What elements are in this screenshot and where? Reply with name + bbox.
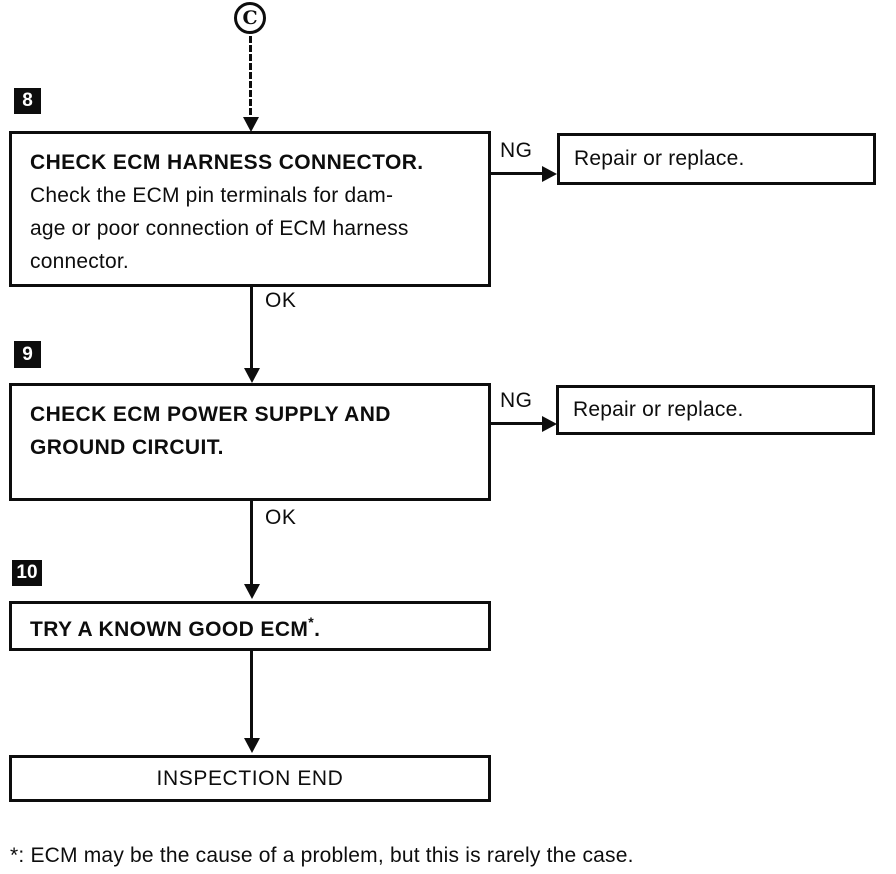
step10-title: TRY A KNOWN GOOD ECM*.: [30, 606, 320, 646]
arrow-down-into-end: [244, 738, 260, 753]
step8-body-line2: age or poor connection of ECM harness: [30, 217, 409, 240]
arrow-right-step9: [542, 416, 557, 432]
step8-body-line1: Check the ECM pin terminals for dam-: [30, 184, 394, 207]
decision-box-step9: CHECK ECM POWER SUPPLY AND GROUND CIRCUI…: [9, 383, 491, 501]
step10-title-text: TRY A KNOWN GOOD ECM: [30, 618, 309, 641]
step9-title-line1: CHECK ECM POWER SUPPLY AND: [30, 403, 391, 426]
step-badge-9: 9: [14, 341, 41, 368]
step-badge-10: 10: [12, 560, 42, 586]
ok-line-step8: [250, 287, 253, 371]
ng-line-step8: [491, 172, 545, 175]
ng-line-step9: [491, 422, 545, 425]
step10-asterisk: *: [308, 614, 315, 630]
connector-c-label: C: [242, 7, 258, 29]
ng-label-step9: NG: [500, 389, 533, 412]
step9-title-line2: GROUND CIRCUIT.: [30, 436, 224, 459]
step-number-9: 9: [22, 343, 33, 365]
arrow-down-into-step8: [243, 117, 259, 132]
arrow-down-into-step10: [244, 584, 260, 599]
action-box-step10: TRY A KNOWN GOOD ECM*.: [9, 601, 491, 651]
flow-line-to-end: [250, 651, 253, 741]
connector-c-marker: C: [234, 2, 266, 34]
flow-line-top: [249, 36, 252, 122]
step-badge-8: 8: [14, 88, 41, 114]
inspection-end-box: INSPECTION END: [9, 755, 491, 802]
result-box-step9: Repair or replace.: [556, 385, 875, 435]
ok-line-step9: [250, 501, 253, 587]
ok-label-step8: OK: [265, 289, 297, 312]
result-text-step8: Repair or replace.: [574, 147, 745, 170]
step8-body-line3: connector.: [30, 250, 129, 273]
step10-title-period: .: [314, 618, 321, 641]
step-number-10: 10: [16, 562, 38, 583]
ng-label-step8: NG: [500, 139, 533, 162]
step-number-8: 8: [22, 90, 33, 111]
ok-label-step9: OK: [265, 506, 297, 529]
result-box-step8: Repair or replace.: [557, 133, 876, 185]
decision-box-step8: CHECK ECM HARNESS CONNECTOR. Check the E…: [9, 131, 491, 287]
result-text-step9: Repair or replace.: [573, 398, 744, 421]
step8-title: CHECK ECM HARNESS CONNECTOR.: [30, 151, 424, 174]
footnote: *: ECM may be the cause of a problem, bu…: [10, 844, 634, 867]
arrow-down-into-step9: [244, 368, 260, 383]
arrow-right-step8: [542, 166, 557, 182]
inspection-end-label: INSPECTION END: [156, 766, 344, 790]
